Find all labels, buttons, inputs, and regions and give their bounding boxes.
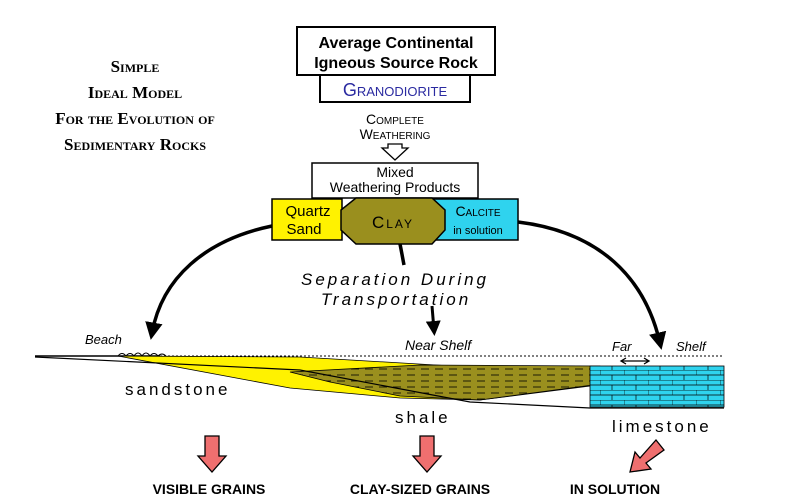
limestone-layer: [589, 365, 725, 408]
near-shelf-label: Near Shelf: [405, 337, 473, 353]
calcite-line-1: Calcite: [455, 203, 500, 219]
title-line-1: Simple: [111, 57, 160, 76]
visible-grains-arrow-icon: [196, 435, 228, 473]
products-line-1: Mixed: [376, 164, 413, 180]
clay-label: Clay: [372, 213, 414, 232]
weathering-arrow-icon: [380, 143, 410, 161]
granodiorite-label: Granodiorite: [343, 80, 448, 100]
clay-transport-arrow: [398, 243, 406, 266]
clay-sized-grains-label: CLAY-SIZED GRAINS: [350, 481, 490, 497]
solution-arrow-icon: [629, 438, 665, 473]
far-shelf-double-arrow-icon: [619, 357, 651, 365]
title-line-4: Sedimentary Rocks: [64, 135, 206, 154]
near-shelf-arrow: [425, 305, 441, 336]
quartz-line-1: Quartz: [285, 203, 330, 220]
source-line-2: Igneous Source Rock: [314, 55, 478, 72]
weathering-line-1: Complete: [366, 111, 424, 127]
calcite-line-2: in solution: [453, 225, 503, 237]
source-rock-box: Average Continental Igneous Source Rock …: [296, 26, 496, 103]
visible-grains-label: VISIBLE GRAINS: [153, 481, 266, 497]
in-solution-label: IN SOLUTION: [570, 481, 660, 497]
title-line-2: Ideal Model: [88, 83, 182, 102]
weathering-label: Complete Weathering: [360, 111, 431, 142]
clay-octagon: [340, 197, 446, 245]
title-line-3: For the Evolution of: [55, 109, 215, 128]
separation-label: Separation During Transportation: [301, 270, 489, 309]
beach-waves: [117, 352, 167, 357]
shelf-label: Shelf: [676, 339, 707, 354]
products-line-2: Weathering Products: [330, 179, 460, 195]
basin-floor: [34, 356, 724, 409]
diagram-title: Simple Ideal Model For the Evolution of …: [55, 57, 215, 154]
beach-label: Beach: [85, 332, 122, 347]
separation-line-2: Transportation: [321, 290, 471, 309]
source-line-1: Average Continental: [319, 35, 474, 52]
shale-label: shale: [395, 408, 451, 427]
weathering-line-2: Weathering: [360, 126, 431, 142]
separation-line-1: Separation During: [301, 270, 489, 289]
far-label: Far: [612, 339, 632, 354]
shale-layer: [289, 364, 601, 401]
calcite-transport-arrow: [517, 220, 667, 350]
clay-sized-arrow-icon: [411, 435, 443, 473]
sandstone-label: sandstone: [125, 380, 230, 399]
quartz-line-2: Sand: [286, 221, 321, 238]
limestone-label: limestone: [612, 417, 712, 436]
quartz-transport-arrow: [145, 224, 273, 340]
